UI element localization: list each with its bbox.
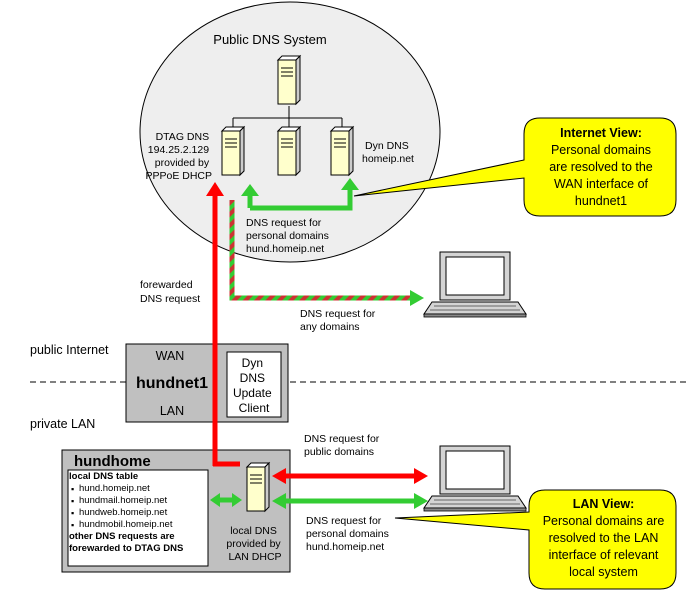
arrowhead — [241, 184, 259, 196]
internet-view-line: WAN interface of — [553, 177, 648, 191]
local-dns-label: local DNS provided by LAN DHCP — [226, 525, 283, 563]
forwarded-label: forewarded DNS request — [140, 279, 200, 305]
dyn-dns-client-label: Dyn DNS Update Client — [233, 356, 275, 415]
root-dns-server-icon — [277, 55, 301, 105]
dns-table-entries: hund.homeip.net hundmail.homeip.net hund… — [69, 483, 209, 531]
lan-laptop-icon — [423, 445, 527, 512]
any-domain-request-arrow — [229, 200, 412, 301]
lan-view-line: local system — [569, 565, 638, 579]
dns-table-footer-2: forewarded to DTAG DNS — [69, 543, 184, 554]
dtag-dns-server-icon — [221, 126, 245, 176]
arrowhead — [414, 468, 428, 484]
green-arrow-dyn-dns — [250, 184, 353, 211]
router-wan-label: WAN — [156, 349, 185, 363]
dns-entry: hundweb.homeip.net — [71, 507, 209, 519]
local-dns-server-icon — [246, 462, 270, 512]
internet-view-callout — [353, 117, 677, 217]
router-name: hundnet1 — [136, 375, 208, 392]
lan-view-title: LAN View: — [572, 497, 635, 511]
internet-view-line: hundnet1 — [574, 194, 628, 208]
internet-view-title: Internet View: — [560, 126, 642, 140]
router-lan-label: LAN — [160, 404, 184, 418]
private-lan-label: private LAN — [30, 417, 95, 431]
dns-table-footer-1: other DNS requests are — [69, 531, 175, 542]
arrowhead — [272, 468, 286, 484]
lan-view-line: interface of relevant — [548, 548, 659, 562]
arrowhead — [410, 290, 424, 306]
dns-entry: hundmail.homeip.net — [71, 495, 209, 507]
arrowhead — [341, 178, 359, 190]
personal-request-label: DNS request for personal domains hund.ho… — [246, 217, 332, 255]
arrowhead — [272, 493, 286, 509]
dtag-dns-label: DTAG DNS 194.25.2.129 provided by PPPoE … — [145, 131, 212, 182]
dns-entry: hundmobil.homeip.net — [71, 519, 209, 531]
arrowhead — [210, 493, 220, 507]
internet-view-text: Internet View: Personal domains are reso… — [526, 125, 676, 210]
local-dns-table: local DNS table hund.homeip.net hundmail… — [69, 471, 209, 555]
lan-view-callout — [394, 489, 677, 590]
internet-view-line: are resolved to the — [549, 160, 653, 174]
public-dns-server-icon — [277, 126, 301, 176]
lan-view-text: LAN View: Personal domains are resolved … — [531, 496, 676, 581]
dns-entry: hund.homeip.net — [71, 483, 209, 495]
hundhome-title: hundhome — [74, 453, 151, 470]
internet-laptop-icon — [423, 251, 527, 318]
internet-view-line: Personal domains — [550, 143, 652, 157]
dns-table-title: local DNS table — [69, 471, 139, 482]
arrowhead — [206, 182, 224, 196]
arrowhead — [414, 493, 428, 509]
dyn-dns-client-box — [226, 351, 282, 418]
public-internet-label: public Internet — [30, 343, 109, 357]
any-domains-label: DNS request for any domains — [300, 308, 378, 333]
dyn-dns-server-icon — [330, 126, 354, 176]
arrowhead — [232, 493, 242, 507]
public-domains-label: DNS request for public domains — [304, 433, 382, 458]
personal-domains-label: DNS request for personal domains hund.ho… — [306, 515, 392, 553]
dyn-dns-label: Dyn DNS homeip.net — [362, 140, 414, 165]
lan-view-line: resolved to the LAN — [548, 531, 659, 545]
public-dns-title: Public DNS System — [213, 32, 326, 47]
lan-view-line: Personal domains are — [542, 514, 665, 528]
